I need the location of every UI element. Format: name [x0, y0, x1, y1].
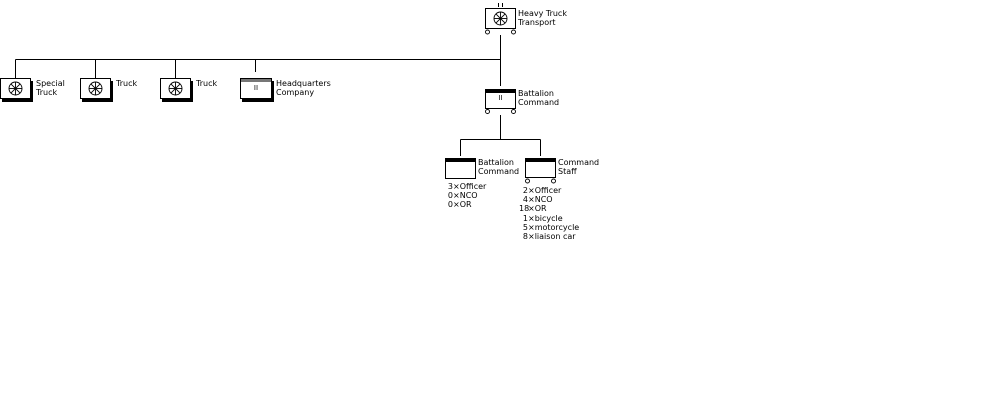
count-row: 4× NCO [519, 195, 579, 204]
heavy-truck-transport-symbol [485, 3, 516, 35]
wheels [485, 29, 516, 35]
count-row: 18× OR [519, 204, 579, 213]
count-qty: 0 [447, 191, 453, 201]
count-qty: 2 [522, 186, 528, 195]
count-row: 0× NCO [444, 191, 486, 200]
multiplier: × [528, 186, 535, 195]
count-qty: 4 [522, 195, 528, 205]
count-item: Officer [534, 186, 562, 195]
count-row: 2× Officer [519, 186, 579, 195]
truck-icon [8, 81, 23, 96]
echelon-marker: II [254, 84, 258, 92]
multiplier: × [528, 195, 535, 205]
count-row: 8× liaison car [519, 232, 579, 241]
count-row: 1× bicycle [519, 214, 579, 223]
count-item: bicycle [534, 213, 563, 223]
count-row: 3× Officer [444, 182, 486, 191]
count-row: 5× motorcycle [519, 223, 579, 232]
command-icon [486, 90, 515, 93]
connector-lines [15, 35, 541, 156]
battalion-command-sub-label: Battalion Command [478, 158, 520, 176]
multiplier: × [453, 200, 460, 210]
count-item: OR [459, 200, 472, 210]
wheels [485, 109, 516, 114]
truck-1-label: Truck [116, 79, 138, 88]
multiplier: × [528, 232, 535, 242]
truck-2-symbol [160, 78, 193, 102]
command-icon [526, 159, 555, 162]
headquarters-company-label: Headquarters Company [276, 79, 331, 97]
count-qty: 5 [522, 222, 528, 232]
count-qty: 8 [522, 232, 528, 242]
battalion-command-symbol: II [485, 89, 516, 114]
echelon-marker: II [498, 94, 502, 102]
wheels [525, 178, 556, 184]
headquarters-icon [241, 79, 271, 82]
multiplier: × [453, 182, 460, 191]
truck-icon [88, 81, 103, 96]
multiplier: × [528, 222, 535, 232]
command-staff-counts: 2× Officer 4× NCO 18× OR 1× bicycle 5× m… [519, 186, 579, 241]
count-item: Officer [459, 182, 487, 191]
command-icon [446, 159, 475, 162]
special-truck-symbol [0, 78, 33, 102]
truck-icon [168, 81, 183, 96]
multiplier: × [528, 213, 535, 223]
truck-2-label: Truck [196, 79, 218, 88]
heavy-truck-transport-label: Heavy Truck Transport [518, 9, 567, 27]
battalion-command-label: Battalion Command [518, 89, 560, 107]
multiplier: × [453, 191, 460, 201]
count-qty: 18 [519, 204, 530, 214]
command-staff-symbol [525, 158, 556, 184]
truck-1-symbol [80, 78, 113, 102]
special-truck-label: Special Truck [36, 79, 65, 97]
truck-icon [493, 11, 508, 26]
count-item: motorcycle [534, 222, 580, 232]
count-qty: 1 [522, 213, 528, 223]
count-row: 0× OR [444, 200, 486, 209]
headquarters-company-symbol: II [240, 78, 274, 102]
count-item: NCO [459, 191, 478, 201]
count-item: OR [534, 204, 547, 214]
count-qty: 0 [447, 200, 453, 210]
multiplier: × [528, 204, 535, 214]
count-item: NCO [534, 195, 553, 205]
count-qty: 3 [447, 182, 453, 191]
battalion-command-sub-counts: 3× Officer 0× NCO 0× OR [444, 182, 486, 210]
battalion-command-sub-symbol [445, 158, 476, 179]
command-staff-label: Command Staff [558, 158, 600, 176]
count-item: liaison car [534, 232, 576, 242]
